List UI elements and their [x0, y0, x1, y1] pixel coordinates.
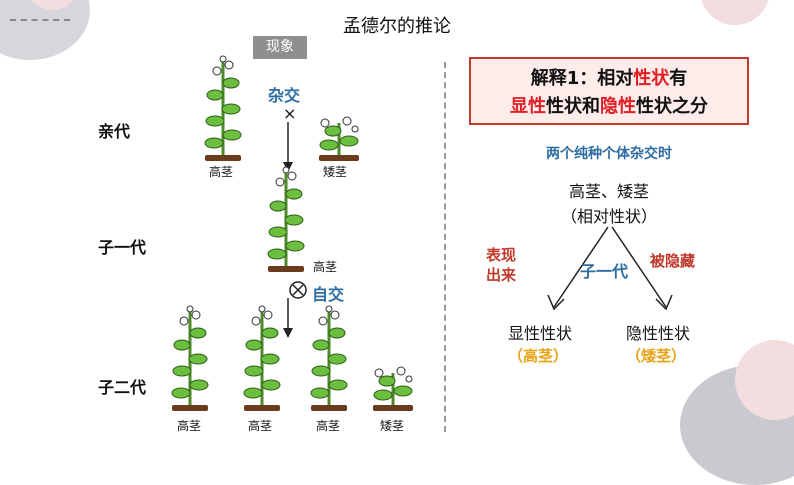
- plant-label-f2-3: 高茎: [316, 419, 341, 433]
- tall-plant-image: [266, 166, 306, 272]
- divider: [444, 62, 446, 432]
- explanation-line-2: 显性性状和隐性性状之分: [469, 92, 749, 118]
- recessive-example: （矮茎）: [626, 347, 687, 365]
- right-branch-label: 被隐藏: [650, 252, 696, 270]
- plant-label-f2-2: 高茎: [248, 419, 273, 433]
- arrow-down-icon: [283, 298, 293, 338]
- plant-label-parent-dwarf: 矮茎: [323, 165, 348, 179]
- plant-label-parent-tall: 高茎: [209, 165, 234, 179]
- decor-blob-top-left-pink: [25, 0, 80, 10]
- explanation-line-2-a: 显性: [510, 96, 546, 117]
- subtitle: 两个纯种个体杂交时: [546, 146, 672, 162]
- branch-arrows-icon: [547, 226, 673, 311]
- recessive-trait: 隐性性状: [626, 324, 691, 343]
- self-cross-label: 自交: [312, 285, 345, 304]
- dominant-example: （高茎）: [508, 347, 569, 365]
- dwarf-plant-image: [317, 115, 361, 161]
- trait-pair-note: （相对性状）: [560, 207, 657, 226]
- generation-parent-label: 亲代: [98, 122, 131, 141]
- cross-label: 杂交: [268, 86, 301, 105]
- explanation-line-2-c: 隐性: [600, 96, 636, 117]
- phenomenon-tag: 现象: [253, 36, 307, 59]
- explanation-line-2-b: 性状和: [546, 96, 600, 117]
- decor-blob-bottom-right-pink: [735, 340, 794, 420]
- dwarf-plant-image: [371, 365, 415, 411]
- plant-label-f2-1: 高茎: [177, 419, 202, 433]
- generation-f2-label: 子二代: [98, 378, 147, 397]
- explanation-line-1: 解释1：相对性状有: [469, 64, 749, 90]
- left-branch-label: 表现 出来: [486, 246, 517, 284]
- dominant-trait: 显性性状: [508, 324, 573, 343]
- cross-symbol: ×: [283, 104, 297, 123]
- plant-label-f1-tall: 高茎: [313, 260, 338, 274]
- explanation-line-1-b: 性状: [633, 68, 670, 89]
- decor-dashline: [10, 19, 70, 21]
- tall-plant-image: [203, 55, 243, 161]
- page-title: 孟德尔的推论: [343, 16, 451, 37]
- generation-f1-label: 子一代: [98, 238, 147, 257]
- plant-label-f2-4: 矮茎: [380, 419, 405, 433]
- middle-label: 子一代: [580, 262, 629, 281]
- tall-plant-image: [170, 305, 210, 411]
- explanation-line-1-c: 有: [669, 68, 688, 89]
- tall-plant-image: [242, 305, 282, 411]
- self-cross-icon: [289, 281, 307, 299]
- explanation-line-1-a: 解释1：相对: [530, 68, 634, 89]
- arrow-down-icon: [283, 122, 293, 172]
- tall-plant-image: [309, 305, 349, 411]
- trait-pair: 高茎、矮茎: [568, 182, 649, 201]
- explanation-line-2-d: 性状之分: [636, 96, 708, 117]
- explanation-box: [469, 57, 749, 125]
